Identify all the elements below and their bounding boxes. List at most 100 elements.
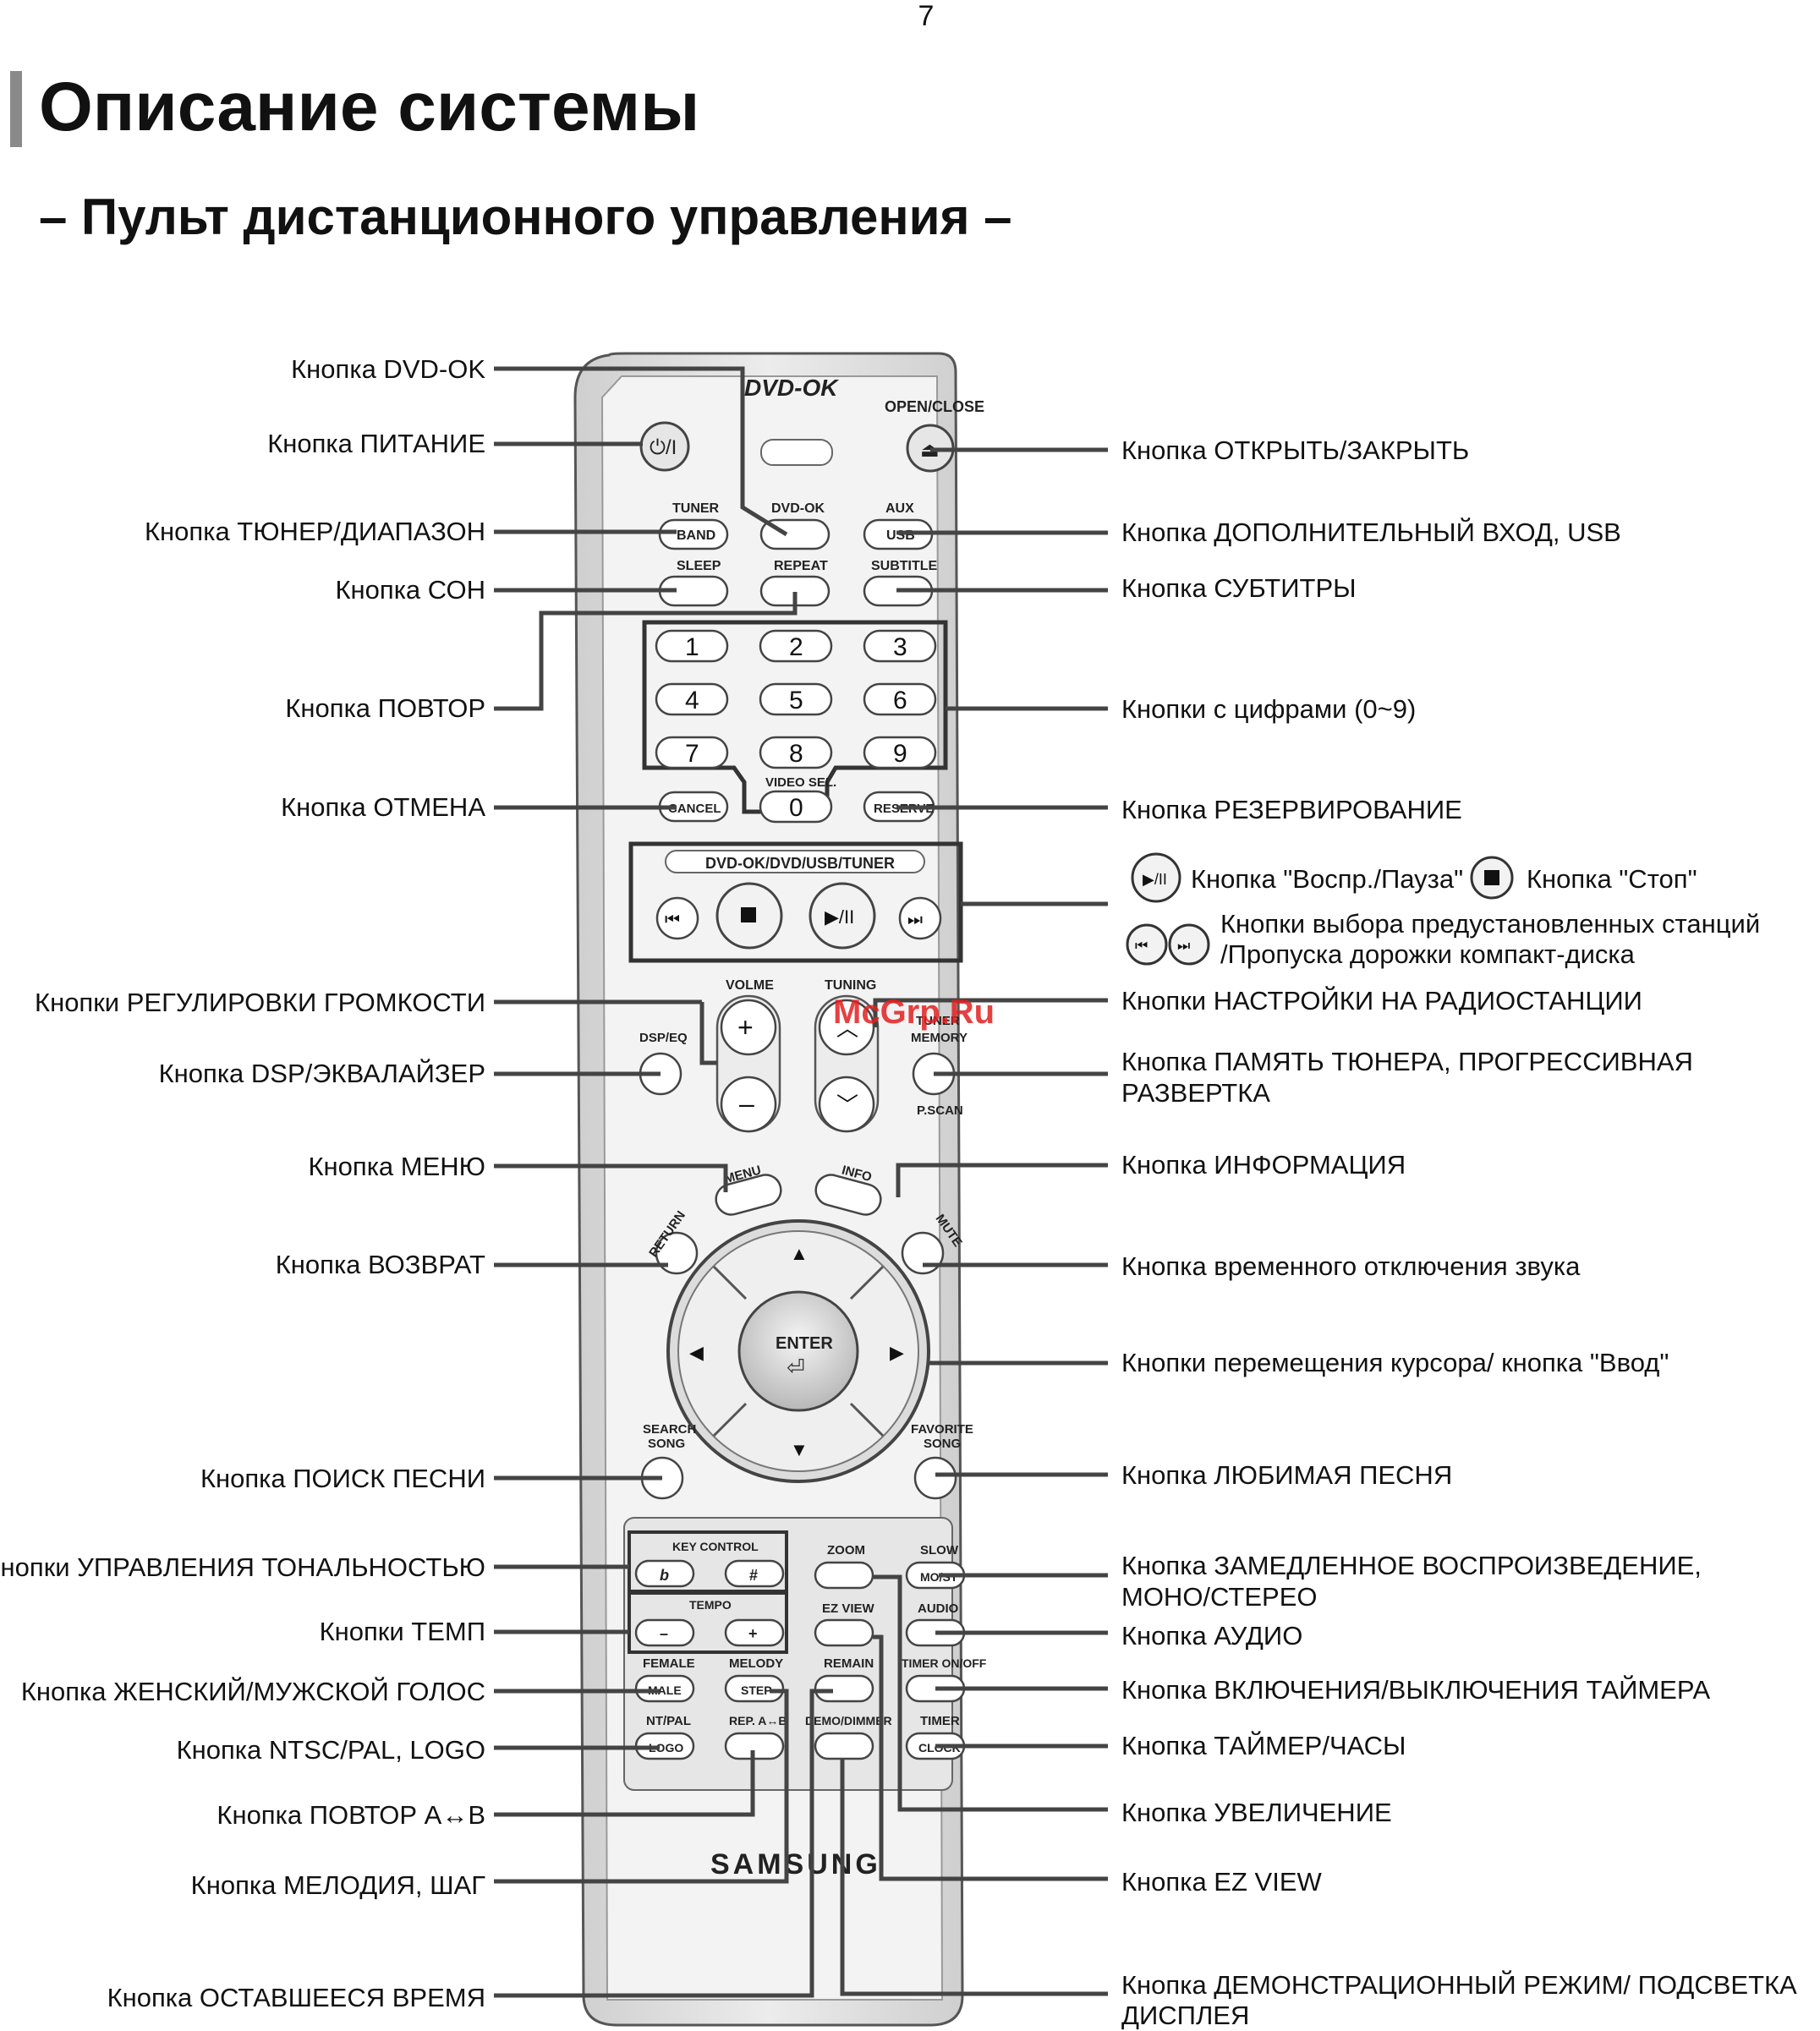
digit-button-9[interactable] <box>863 736 937 769</box>
sleep-text: SLEEP <box>677 559 721 573</box>
digit-button-4[interactable] <box>655 682 729 716</box>
cancel-text: CANCEL <box>668 802 721 816</box>
favorite-song-text-2: SONG <box>924 1437 961 1451</box>
dsp-text: DSP/EQ <box>639 1031 688 1045</box>
legend-preset-1: Кнопки выбора предустановленных станций <box>1220 909 1761 939</box>
digit-button-7[interactable] <box>655 736 729 769</box>
digit-button-2[interactable] <box>759 629 833 663</box>
label-timer-clock: Кнопка ТАЙМЕР/ЧАСЫ <box>1121 1731 1406 1760</box>
next-icon: ⏭ <box>907 911 923 929</box>
label-tuner-memory: Кнопка ПАМЯТЬ ТЮНЕРА, ПРОГРЕССИВНАЯ <box>1121 1047 1693 1076</box>
digit-button-3[interactable] <box>863 629 937 663</box>
key-flat-button[interactable] <box>634 1559 695 1588</box>
tempo-down-button[interactable] <box>634 1618 695 1647</box>
demo-dimmer-text: DEMO/DIMMER <box>805 1714 892 1727</box>
digit-button-1[interactable] <box>655 629 729 663</box>
zoom-button[interactable] <box>814 1561 874 1590</box>
label-cursor-enter: Кнопки перемещения курсора/ кнопка "Ввод… <box>1121 1348 1669 1377</box>
play-pause-button[interactable] <box>809 882 876 950</box>
tuning-down-button[interactable] <box>818 1076 875 1133</box>
volume-text: VOLME <box>726 978 774 993</box>
melody-step-button[interactable] <box>724 1674 785 1703</box>
digit-label-9: 9 <box>893 740 907 768</box>
svg-text:▶/II: ▶/II <box>1143 871 1167 888</box>
label-dvd-ok: Кнопка DVD-OK <box>291 354 485 384</box>
label-remain: Кнопка ОСТАВШЕЕСЯ ВРЕМЯ <box>107 1983 485 2012</box>
legend-stop: Кнопка "Стоп" <box>1527 864 1697 894</box>
eject-icon: ⏏ <box>920 439 940 462</box>
label-dsp-eq: Кнопка DSP/ЭКВАЛАЙЗЕР <box>158 1059 485 1088</box>
favorite-song-text-1: FAVORITE <box>911 1422 973 1437</box>
label-aux-usb: Кнопка ДОПОЛНИТЕЛЬНЫЙ ВХОД, USB <box>1121 517 1621 547</box>
label-demo-dimmer-2: ДИСПЛЕЯ <box>1121 2001 1250 2030</box>
search-song-text-1: SEARCH <box>643 1422 696 1437</box>
pscan-text: P.SCAN <box>917 1103 963 1118</box>
label-timer-onoff: Кнопка ВКЛЮЧЕНИЯ/ВЫКЛЮЧЕНИЯ ТАЙМЕРА <box>1121 1675 1711 1705</box>
audio-text: AUDIO <box>918 1601 959 1616</box>
legend-preset-2: /Пропуска дорожки компакт-диска <box>1220 939 1635 969</box>
rep-ab-text: REP. A↔B <box>729 1714 787 1727</box>
digit-button-6[interactable] <box>863 682 937 716</box>
female-text: FEMALE <box>643 1656 695 1671</box>
volume-up-button[interactable] <box>720 999 777 1056</box>
volume-down-button[interactable] <box>720 1076 777 1133</box>
label-cancel: Кнопка ОТМЕНА <box>281 792 485 822</box>
mute-button[interactable] <box>901 1231 945 1275</box>
label-female-male: Кнопка ЖЕНСКИЙ/МУЖСКОЙ ГОЛОС <box>20 1677 485 1706</box>
ez-view-button[interactable] <box>814 1618 874 1647</box>
label-slow: Кнопка ЗАМЕДЛЕННОЕ ВОСПРОИЗВЕДЕНИЕ, <box>1121 1551 1702 1580</box>
band-button[interactable] <box>658 518 729 550</box>
enter-text: ENTER <box>776 1334 833 1353</box>
info-button[interactable] <box>813 1172 885 1218</box>
digit-label-3: 3 <box>893 633 907 661</box>
digit-label-1: 1 <box>685 633 699 661</box>
label-tuning: Кнопки НАСТРОЙКИ НА РАДИОСТАНЦИИ <box>1121 986 1642 1015</box>
aux-text: AUX <box>885 501 914 516</box>
chevron-down-icon: ﹀ <box>836 1092 858 1118</box>
label-repeat-ab: Кнопка ПОВТОР A↔B <box>217 1800 485 1830</box>
slow-text: SLOW <box>920 1543 959 1557</box>
legend-play-pause-icon <box>1131 852 1181 903</box>
label-melody-step: Кнопка МЕЛОДИЯ, ШАГ <box>190 1870 485 1900</box>
power-button[interactable] <box>639 421 690 472</box>
prev-button[interactable] <box>655 896 699 940</box>
legend-next-icon <box>1168 923 1210 966</box>
subtitle-text: SUBTITLE <box>871 559 938 573</box>
page-number: 7 <box>918 0 935 32</box>
remain-text: REMAIN <box>824 1656 874 1671</box>
label-search-song: Кнопка ПОИСК ПЕСНИ <box>200 1464 485 1493</box>
digit-button-5[interactable] <box>759 682 833 716</box>
label-audio: Кнопка АУДИО <box>1121 1621 1303 1651</box>
key-control-text: KEY CONTROL <box>672 1540 759 1553</box>
menu-button[interactable] <box>713 1172 785 1218</box>
key-sharp-button[interactable] <box>724 1559 785 1588</box>
prev-icon: ⏮ <box>665 911 680 929</box>
digit-button-0[interactable] <box>759 790 833 824</box>
label-power: Кнопка ПИТАНИЕ <box>267 429 485 458</box>
label-digits: Кнопки с цифрами (0~9) <box>1121 694 1417 724</box>
label-menu: Кнопка МЕНЮ <box>308 1152 485 1181</box>
remain-button[interactable] <box>814 1674 874 1703</box>
arrow-right-icon: ▶ <box>890 1342 904 1363</box>
enter-button[interactable] <box>737 1290 859 1412</box>
arrow-left-icon: ◀ <box>689 1342 704 1363</box>
favorite-song-button[interactable] <box>913 1456 957 1500</box>
digit-label-4: 4 <box>685 687 699 714</box>
demo-dimmer-button[interactable] <box>814 1732 874 1760</box>
stop-icon <box>741 907 756 922</box>
label-key-control: Кнопки УПРАВЛЕНИЯ ТОНАЛЬНОСТЬЮ <box>0 1552 485 1582</box>
tuner-memory-text-2: MEMORY <box>911 1031 968 1045</box>
tempo-up-button[interactable] <box>724 1618 785 1647</box>
label-favorite-song: Кнопка ЛЮБИМАЯ ПЕСНЯ <box>1121 1460 1453 1490</box>
tuner-text: TUNER <box>672 501 720 516</box>
digit-label-8: 8 <box>789 740 803 768</box>
step-text: STEP <box>741 1683 772 1697</box>
mode-text: DVD-OK/DVD/USB/TUNER <box>705 855 895 872</box>
label-tuner-band: Кнопка ТЮНЕР/ДИАПАЗОН <box>145 517 485 546</box>
next-button[interactable] <box>898 896 942 940</box>
digit-button-8[interactable] <box>759 736 833 769</box>
tempo-minus-text: – <box>660 1625 668 1642</box>
female-male-button[interactable] <box>634 1674 695 1703</box>
